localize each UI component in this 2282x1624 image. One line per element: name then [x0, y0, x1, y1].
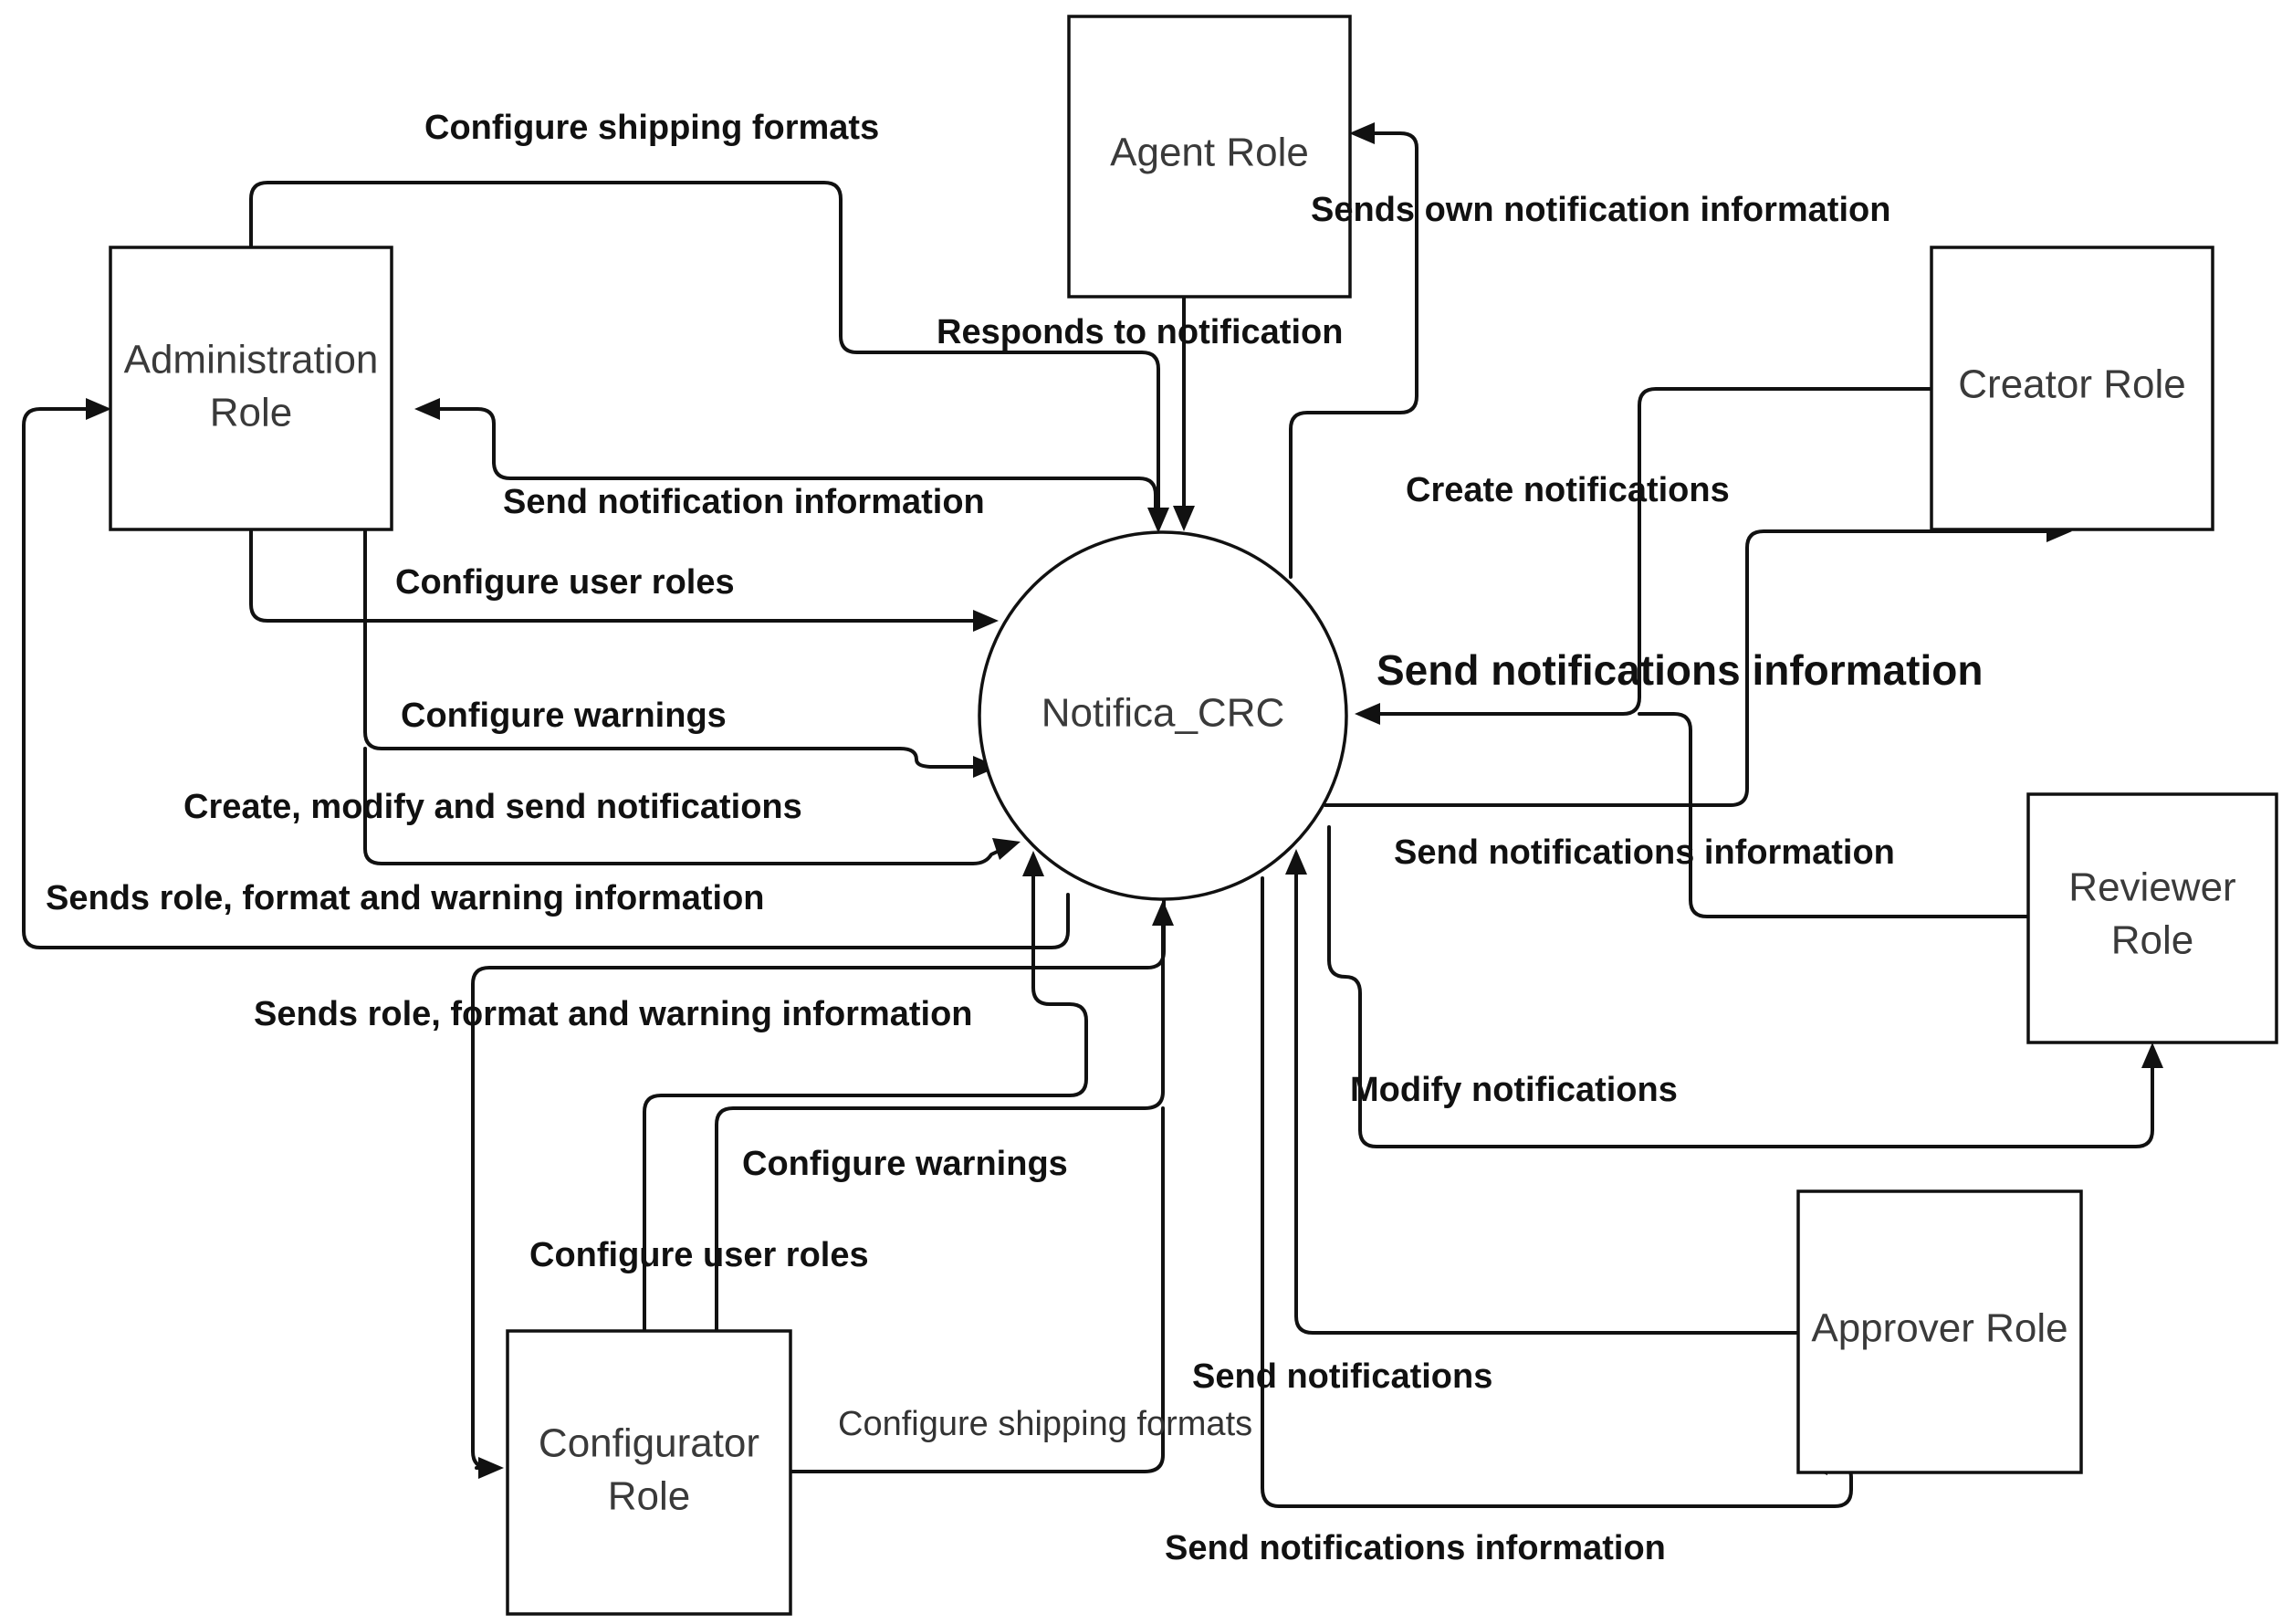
- flow-agent-sends-own-notification-info: [1289, 131, 1418, 579]
- entity-configurator-role[interactable]: Configurator Role: [506, 1329, 792, 1616]
- entity-approver-role[interactable]: Approver Role: [1796, 1189, 2083, 1474]
- flow-configurator-configure-warnings: [715, 915, 1165, 1333]
- label-creator-create-notifications: Create notifications: [1406, 471, 1730, 509]
- process-notifica-crc[interactable]: Notifica_CRC: [978, 530, 1348, 901]
- arrowhead-to-configurator: [478, 1457, 504, 1479]
- flow-configurator-sends-role-format-warning: [471, 897, 1166, 1470]
- label-configurator-configure-warnings: Configure warnings: [742, 1145, 1068, 1183]
- arrowhead-to-admin-notification: [414, 398, 440, 420]
- arrowhead-creator-to-process: [1355, 703, 1380, 725]
- label-configurator-configure-shipping-formats: Configure shipping formats: [838, 1405, 1252, 1443]
- arrowhead-to-agent: [1349, 122, 1375, 144]
- label-approver-send-notifications: Send notifications: [1192, 1357, 1492, 1396]
- label-admin-create-modify-send: Create, modify and send notifications: [183, 788, 802, 826]
- entity-creator-role[interactable]: Creator Role: [1930, 246, 2214, 531]
- reviewer-role-label-line1: Reviewer: [2068, 865, 2235, 910]
- label-approver-send-notifications-information: Send notifications information: [1165, 1529, 1666, 1567]
- administration-role-label-line1: Administration: [124, 338, 379, 382]
- label-admin-configure-user-roles: Configure user roles: [395, 563, 735, 602]
- arrowhead-agent-to-process: [1173, 506, 1195, 531]
- arrowhead-to-reviewer: [2141, 1043, 2163, 1068]
- label-admin-sends-role-format-warning: Sends role, format and warning informati…: [46, 879, 765, 917]
- flow-admin-configure-warnings: [363, 528, 984, 769]
- label-configurator-sends-role-format-warning: Sends role, format and warning informati…: [254, 995, 973, 1033]
- arrowhead-shipping-to-process: [1147, 508, 1169, 533]
- label-agent-sends-own-notification-info: Sends own notification information: [1311, 191, 1890, 229]
- arrowhead-config-warnings-to-process: [1152, 900, 1174, 926]
- agent-role-label: Agent Role: [1110, 131, 1309, 175]
- flow-reviewer-send-notifications-information: [1638, 712, 2030, 918]
- process-label: Notifica_CRC: [1042, 691, 1285, 736]
- reviewer-role-label-line2: Role: [2111, 918, 2194, 963]
- flow-creator-create-notifications: [1371, 387, 1932, 716]
- flow-labels: Configure shipping formats Sends own not…: [46, 109, 1983, 1567]
- flow-admin-send-notification-information: [427, 407, 1157, 513]
- flow-admin-configure-user-roles: [249, 528, 984, 623]
- configurator-role-label-line2: Role: [608, 1474, 691, 1519]
- approver-role-label: Approver Role: [1811, 1306, 2067, 1351]
- label-creator-send-notifications-information: Send notifications information: [1377, 646, 1983, 694]
- arrowhead-config-user-roles-to-process: [1022, 851, 1044, 876]
- arrowhead-create-modify-to-process: [992, 838, 1021, 860]
- entity-reviewer-role[interactable]: Reviewer Role: [2026, 792, 2278, 1044]
- arrowhead-user-roles-to-process: [973, 610, 999, 632]
- entity-administration-role[interactable]: Administration Role: [109, 246, 393, 531]
- flow-configurator-configure-shipping-formats: [789, 1106, 1165, 1473]
- label-reviewer-send-notifications-information: Send notifications information: [1394, 833, 1895, 872]
- label-admin-send-notification-information: Send notification information: [503, 483, 985, 521]
- label-admin-configure-shipping-formats: Configure shipping formats: [424, 109, 879, 147]
- flow-approver-send-notifications-information: [1261, 876, 1853, 1508]
- flow-creator-send-notifications-information: [1324, 529, 2056, 807]
- flow-admin-configure-shipping-formats: [249, 181, 1160, 522]
- entity-agent-role[interactable]: Agent Role: [1067, 15, 1352, 299]
- flow-reviewer-modify-notifications: [1327, 825, 2154, 1148]
- label-agent-responds-to-notification: Responds to notification: [937, 313, 1343, 351]
- flow-approver-send-notifications: [1294, 864, 1800, 1335]
- label-admin-configure-warnings: Configure warnings: [401, 697, 727, 735]
- configurator-role-label-line1: Configurator: [539, 1421, 759, 1466]
- flow-configurator-configure-user-roles: [643, 865, 1088, 1333]
- arrowhead-to-admin-role-info: [86, 398, 111, 420]
- flow-admin-create-modify-send: [363, 747, 1009, 865]
- flow-admin-sends-role-format-warning: [22, 407, 1070, 949]
- administration-role-label-line2: Role: [210, 391, 293, 435]
- creator-role-label: Creator Role: [1958, 362, 2185, 407]
- arrowhead-approver-to-process: [1285, 849, 1307, 875]
- label-configurator-configure-user-roles: Configure user roles: [529, 1236, 869, 1274]
- label-reviewer-modify-notifications: Modify notifications: [1350, 1071, 1678, 1109]
